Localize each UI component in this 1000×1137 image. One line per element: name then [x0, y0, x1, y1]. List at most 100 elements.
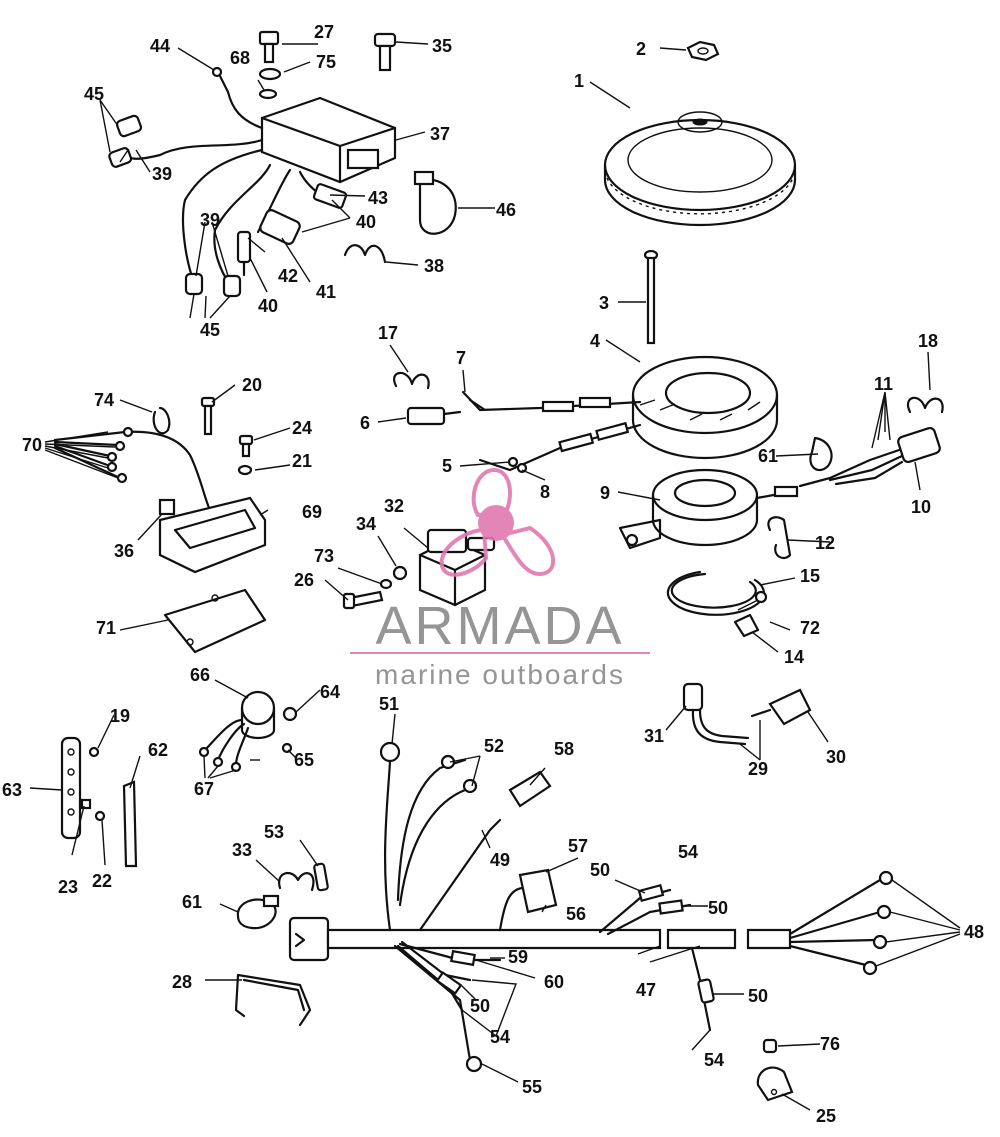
callout-48: 48: [964, 922, 984, 942]
callout-37: 37: [430, 124, 450, 144]
callout-numbers: 1 2 3 4 5 6 7 8 9 10 11 12 14 15 17 18 1…: [2, 22, 984, 1126]
timer-base: [618, 468, 799, 550]
callout-72: 72: [800, 618, 820, 638]
callout-1: 1: [574, 71, 584, 91]
callout-64: 64: [320, 682, 340, 702]
plug-58: [508, 770, 552, 808]
callout-38: 38: [424, 256, 444, 276]
callout-53: 53: [264, 822, 284, 842]
screw-72: [754, 590, 768, 604]
leader-lines: [29, 41, 961, 1111]
callout-17: 17: [378, 323, 398, 343]
callout-21: 21: [292, 451, 312, 471]
callout-50a: 50: [590, 860, 610, 880]
brand-tagline: marine outboards: [375, 659, 625, 690]
screw-19: [88, 746, 100, 758]
callout-45b: 45: [200, 320, 220, 340]
callout-68: 68: [230, 48, 250, 68]
harness-leads-50-upper: [598, 883, 692, 936]
lockwasher-75: [258, 67, 282, 81]
screw-22: [94, 810, 106, 822]
callout-28: 28: [172, 972, 192, 992]
callout-31: 31: [644, 726, 664, 746]
callout-56: 56: [566, 904, 586, 924]
callout-71: 71: [96, 618, 116, 638]
callout-22: 22: [92, 871, 112, 891]
callout-63: 63: [2, 780, 22, 800]
harness-lead-51: [379, 741, 401, 932]
harness-lead-54-right: [690, 946, 715, 1032]
callout-40b: 40: [258, 296, 278, 316]
bracket-14: [733, 613, 760, 638]
callout-12: 12: [815, 533, 835, 553]
callout-42: 42: [278, 266, 298, 286]
solenoid: [198, 690, 276, 773]
callout-11: 11: [874, 374, 893, 394]
callout-74: 74: [94, 390, 114, 410]
callout-66: 66: [190, 665, 210, 685]
callout-2: 2: [636, 39, 646, 59]
strip-62: [122, 780, 138, 868]
callout-9: 9: [600, 483, 610, 503]
callout-41: 41: [316, 282, 336, 302]
connectors-40-43: [236, 183, 348, 277]
callout-49: 49: [490, 850, 510, 870]
callout-44: 44: [150, 36, 170, 56]
screw-20: [200, 396, 216, 436]
callout-29: 29: [748, 759, 768, 779]
callout-67: 67: [194, 779, 214, 799]
flywheel: [603, 111, 797, 227]
connector-10: [798, 426, 941, 488]
terminal-boots-45-upper: [108, 114, 143, 168]
callout-14: 14: [784, 647, 804, 667]
callout-36: 36: [114, 541, 134, 561]
callout-50b: 50: [708, 898, 728, 918]
terminal-boots-45-lower: [184, 272, 242, 298]
callout-59: 59: [508, 947, 528, 967]
clamp-61-lower: [236, 894, 280, 930]
callout-15: 15: [800, 566, 820, 586]
harness-leads-lower: [393, 940, 502, 1073]
clip-17: [393, 371, 430, 390]
stator-lead-connector: [406, 390, 642, 426]
screw-24: [238, 434, 254, 458]
callout-19: 19: [110, 706, 130, 726]
callout-61a: 61: [758, 446, 778, 466]
screw-76: [762, 1038, 778, 1054]
propeller-blade-top: [471, 467, 512, 517]
washer-34: [392, 565, 408, 581]
callout-73: 73: [314, 546, 334, 566]
callout-60: 60: [544, 972, 564, 992]
spark-plug-boot-31: [682, 682, 750, 746]
callout-54a: 54: [678, 842, 698, 862]
propeller-blade-right: [498, 525, 556, 577]
callout-30: 30: [826, 747, 846, 767]
callout-52: 52: [484, 736, 504, 756]
callout-32: 32: [384, 496, 404, 516]
clip-33: [278, 871, 315, 892]
propeller-logo-icon: [439, 467, 556, 577]
washer-73: [379, 578, 393, 590]
screw-35: [373, 32, 397, 72]
callout-70: 70: [22, 435, 42, 455]
callout-43: 43: [368, 188, 388, 208]
callout-61b: 61: [182, 892, 202, 912]
callout-8: 8: [540, 482, 550, 502]
callout-7: 7: [456, 348, 466, 368]
callout-27: 27: [314, 22, 334, 42]
stator-screw: [643, 249, 659, 345]
clip-38: [343, 244, 387, 264]
callout-24: 24: [292, 418, 312, 438]
stator: [631, 355, 779, 460]
callout-50d: 50: [470, 996, 490, 1016]
clamp-46: [413, 170, 457, 235]
propeller-hub: [478, 505, 514, 541]
washer-68: [258, 88, 278, 100]
callout-5: 5: [442, 456, 452, 476]
callout-4: 4: [590, 331, 600, 351]
washer-21: [237, 464, 253, 476]
callout-40: 40: [356, 212, 376, 232]
rectifier: [158, 496, 267, 574]
callout-47: 47: [636, 980, 656, 1000]
